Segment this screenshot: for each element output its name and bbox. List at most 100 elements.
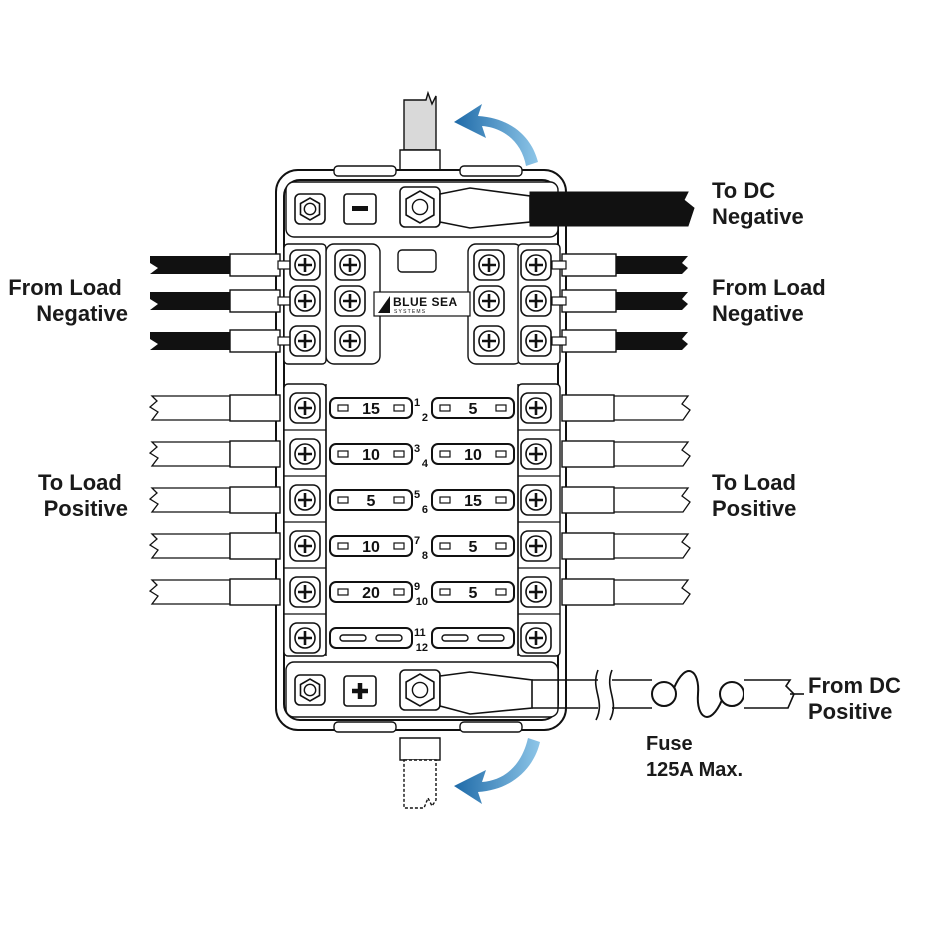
positive-load-screw-right [520, 438, 552, 470]
to-load-positive-right-line1: To Load [712, 470, 796, 495]
dc-negative-cable [529, 191, 695, 227]
blade-fuse-2: 52 [422, 397, 515, 424]
empty-fuse-slot-icon [339, 634, 367, 642]
negative-sign-icon [343, 193, 377, 225]
fuse-number: 10 [416, 596, 428, 608]
fuse-blade-icon [439, 588, 451, 596]
negative-load-screw-right [520, 325, 552, 357]
fuse-blade-icon [337, 496, 349, 504]
fuse-rating: 10 [464, 447, 482, 464]
negative-load-wire-right [551, 289, 688, 313]
from-load-negative-left-line2: Negative [36, 301, 128, 326]
fuse-number: 6 [422, 504, 428, 516]
bottom-curved-arrow-icon [454, 738, 540, 804]
fuse-rating: 10 [362, 539, 380, 556]
from-load-negative-right-line1: From Load [712, 275, 826, 300]
fuse-number: 8 [422, 550, 428, 562]
fuse-number: 12 [416, 642, 428, 654]
positive-load-screw-left [289, 392, 321, 424]
fuse-rating: 15 [362, 401, 380, 418]
fuse-blade-icon [393, 496, 405, 504]
inline-fuse-symbol-icon [651, 670, 804, 718]
plus-screw-icon [529, 294, 543, 308]
empty-fuse-slot-icon [477, 634, 505, 642]
fuse-number: 3 [414, 443, 420, 455]
negative-bus-screw-left [334, 249, 366, 281]
fuse-rating: 5 [469, 585, 478, 602]
fuse-blade-icon [439, 496, 451, 504]
fuse-blade-icon [439, 542, 451, 550]
top-curved-arrow-icon [454, 104, 538, 166]
negative-load-wire-right [551, 253, 688, 277]
plus-screw-icon [298, 401, 312, 415]
positive-load-wire-left [148, 532, 281, 560]
fuse-blade-icon [337, 542, 349, 550]
fuse-blade-icon [439, 404, 451, 412]
plus-screw-icon [298, 631, 312, 645]
plus-screw-icon [529, 401, 543, 415]
from-load-negative-left-label: From Load Negative [8, 275, 128, 326]
plus-screw-icon [298, 539, 312, 553]
positive-load-wire-left [148, 486, 281, 514]
fuse-blade-icon [337, 450, 349, 458]
from-dc-positive-line2: Positive [808, 699, 892, 724]
blade-fuse-4: 104 [422, 443, 515, 470]
fuse-blade-icon [337, 588, 349, 596]
to-dc-negative-line1: To DC [712, 178, 775, 203]
negative-bus-screw-right [473, 285, 505, 317]
negative-load-screw-right [520, 249, 552, 281]
plus-screw-icon [482, 258, 496, 272]
fuse-blade-icon [495, 450, 507, 458]
fuse-number: 1 [414, 397, 420, 409]
blade-fuse-12: 12 [416, 627, 515, 654]
blade-fuse-1: 15 1 [329, 397, 420, 419]
blade-fuse-11: 11 [329, 627, 426, 649]
fuse-label: Fuse 125A Max. [646, 733, 743, 781]
fuse-blade-icon [393, 542, 405, 550]
plus-screw-icon [529, 447, 543, 461]
positive-load-screw-right [520, 484, 552, 516]
positive-load-screw-left [289, 438, 321, 470]
from-load-negative-right-label: From Load Negative [712, 275, 832, 326]
spare-screw-left [289, 622, 321, 654]
from-load-negative-right-line2: Negative [712, 301, 804, 326]
plus-screw-icon [529, 585, 543, 599]
fuse-rating: 20 [362, 585, 380, 602]
plus-screw-icon [298, 334, 312, 348]
plus-screw-icon [482, 334, 496, 348]
fuse-blade-icon [393, 404, 405, 412]
positive-load-wire-right [561, 440, 691, 468]
blade-fuse-6: 15 6 [422, 489, 515, 516]
negative-load-wire-left [150, 329, 293, 353]
empty-fuse-slot-icon [375, 634, 403, 642]
fuse-rating: 5 [367, 493, 376, 510]
fuse-rating: 15 [464, 493, 482, 510]
negative-load-screw-right [520, 285, 552, 317]
fuse-number: 7 [414, 535, 420, 547]
bottom-bus-cable [399, 737, 441, 809]
plus-screw-icon [529, 493, 543, 507]
positive-load-screw-right [520, 392, 552, 424]
to-load-positive-right-label: To Load Positive [712, 470, 802, 521]
positive-load-wire-left [148, 394, 281, 422]
positive-load-wire-left [148, 440, 281, 468]
spare-screw-right [520, 622, 552, 654]
blade-fuse-8: 58 [422, 535, 515, 562]
negative-ring-lug [439, 187, 531, 229]
negative-load-wire-right [551, 329, 688, 353]
negative-load-screw-left [289, 325, 321, 357]
plus-screw-icon [298, 493, 312, 507]
fuse-rating: 10 [362, 447, 380, 464]
from-dc-positive-line1: From DC [808, 673, 901, 698]
positive-load-wire-right [561, 486, 691, 514]
positive-load-wire-right [561, 532, 691, 560]
from-load-negative-left-line1: From Load [8, 275, 122, 300]
positive-bus-small-stud [294, 674, 326, 706]
fuse-label-line1: Fuse [646, 733, 693, 755]
plus-screw-icon [298, 447, 312, 461]
from-dc-positive-label: From DC Positive [808, 673, 907, 724]
